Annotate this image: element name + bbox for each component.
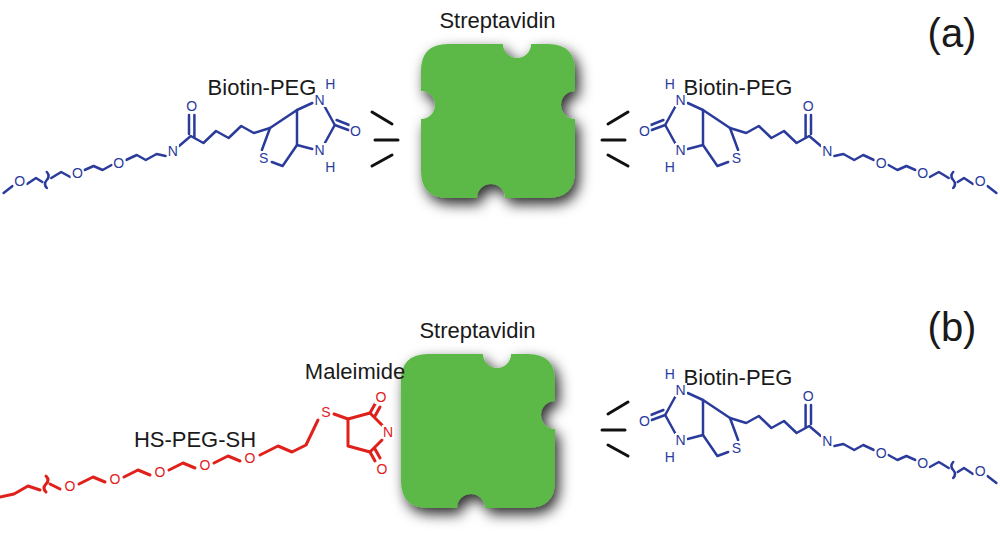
atom-label: O <box>13 174 26 188</box>
atom-label: S <box>258 151 269 165</box>
biotin-peg-structure <box>651 103 997 193</box>
atom-label: O <box>376 462 389 476</box>
protein-node: Streptavidin <box>390 318 565 516</box>
atom-label: S <box>731 151 742 165</box>
protein-name: Streptavidin <box>390 318 565 344</box>
molecule-name: HS-PEG-SH <box>134 428 256 452</box>
atom-label: O <box>154 465 167 479</box>
atom-label: O <box>71 166 84 180</box>
atom-label: O <box>916 456 929 470</box>
maleimide-peg-structure <box>0 404 382 497</box>
molecule-name: Biotin-PEG <box>684 76 793 100</box>
atom-label: N <box>674 143 686 157</box>
atom-label: O <box>185 99 198 113</box>
atom-label: N <box>382 425 394 439</box>
atom-label: N <box>674 93 686 107</box>
atom-label: O <box>375 390 388 404</box>
streptavidin-shape <box>413 36 583 206</box>
atom-label: O <box>875 446 888 460</box>
panel-letter: (a) <box>928 11 977 55</box>
protein-name: Streptavidin <box>410 8 585 34</box>
biotin-peg-structure <box>651 393 997 483</box>
atom-label: N <box>313 93 325 107</box>
molecule-name: Biotin-PEG <box>684 366 793 390</box>
atom-label: O <box>349 124 362 138</box>
atom-label: O <box>199 458 212 472</box>
atom-label: O <box>916 166 929 180</box>
streptavidin-shape <box>393 346 563 516</box>
atom-label: O <box>112 156 125 170</box>
atom-label: O <box>638 124 651 138</box>
atom-label: N <box>821 434 833 448</box>
atom-label: H <box>664 367 676 381</box>
atom-label: O <box>875 156 888 170</box>
atom-label: O <box>64 479 77 493</box>
atom-label: N <box>821 144 833 158</box>
atom-label: H <box>664 77 676 91</box>
atom-label: N <box>674 433 686 447</box>
atom-label: H <box>664 160 676 174</box>
molecule-name: Biotin-PEG <box>208 76 317 100</box>
biotin-peg-structure <box>4 103 350 193</box>
atom-label: O <box>802 389 815 403</box>
protein-node: Streptavidin <box>410 8 585 206</box>
atom-label: O <box>244 451 257 465</box>
atom-label: H <box>324 77 336 91</box>
atom-label: O <box>802 99 815 113</box>
panel-letter: (b) <box>928 305 977 349</box>
atom-label: N <box>313 143 325 157</box>
atom-label: S <box>731 441 742 455</box>
atom-label: O <box>974 174 987 188</box>
atom-label: H <box>664 450 676 464</box>
atom-label: O <box>974 464 987 478</box>
atom-label: H <box>324 160 336 174</box>
atom-label: N <box>674 383 686 397</box>
atom-label: S <box>320 405 331 419</box>
atom-label: O <box>109 472 122 486</box>
molecule-name: Maleimide <box>305 360 405 384</box>
atom-label: N <box>167 144 179 158</box>
atom-label: O <box>638 414 651 428</box>
